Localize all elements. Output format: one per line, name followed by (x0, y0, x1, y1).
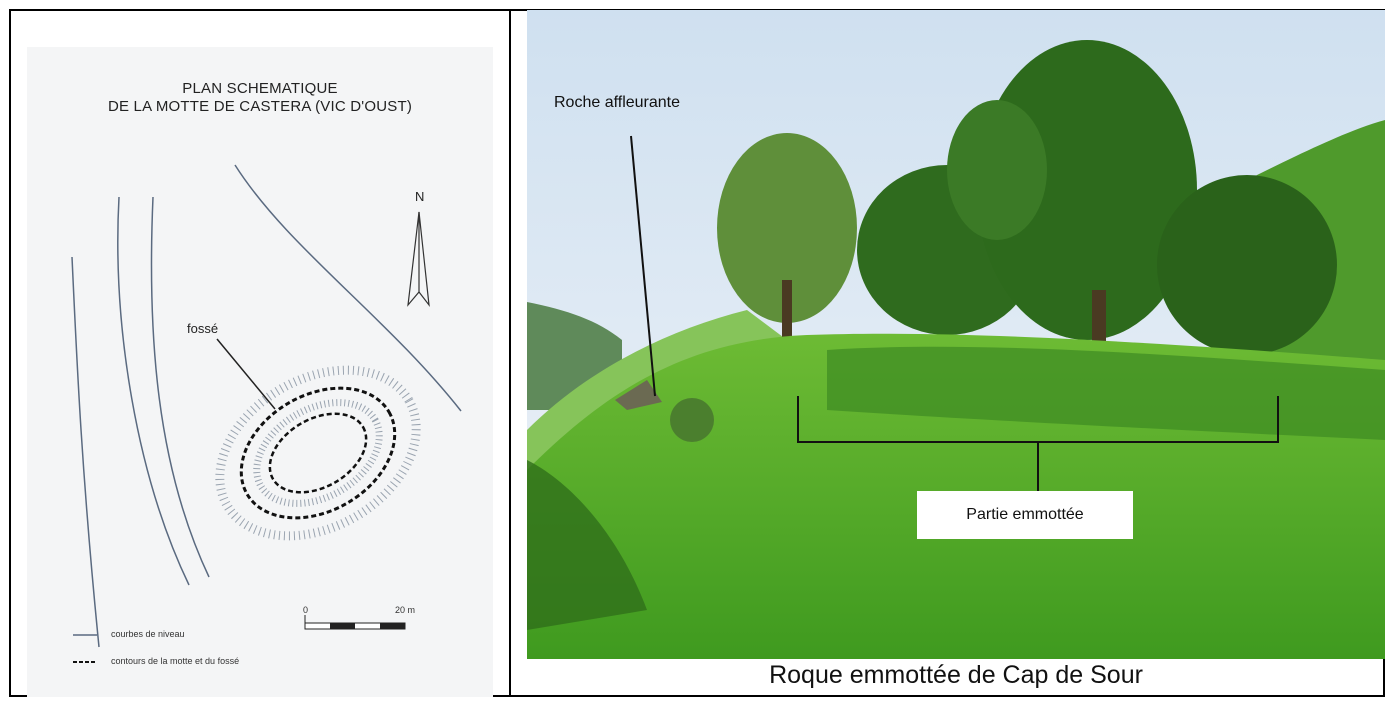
landscape-photo (527, 10, 1385, 659)
tree (947, 100, 1047, 240)
scale-bar (304, 615, 406, 630)
contour-line (234, 164, 462, 412)
fosse-outline (239, 386, 397, 520)
photo-caption: Roque emmottée de Cap de Sour (769, 661, 1143, 689)
tree (1157, 175, 1337, 355)
rock-outcrop (615, 380, 662, 410)
fosse-leader-line (216, 338, 276, 410)
panel-divider (509, 9, 511, 697)
scale-start-label: 0 (303, 605, 309, 615)
label-roche-affleurante: Roche affleurante (554, 94, 681, 111)
plan-drawing (71, 164, 462, 663)
photo-illustration (527, 10, 1385, 659)
legend-contours-label: courbes de niveau (111, 629, 185, 639)
legend-motte-label: contours de la motte et du fossé (111, 656, 240, 666)
schematic-plan: PLAN SCHEMATIQUE DE LA MOTTE DE CASTERA … (27, 47, 493, 697)
contour-line (150, 196, 210, 578)
plan-title-line1: PLAN SCHEMATIQUE (182, 80, 338, 97)
motte-hatching-inner (253, 399, 383, 507)
tree (717, 133, 857, 323)
motte-hatching (215, 365, 421, 541)
contour-line (117, 196, 190, 586)
contour-line (71, 256, 100, 648)
plan-title-line2: DE LA MOTTE DE CASTERA (VIC D'OUST) (107, 98, 413, 115)
roche-leader-line (630, 135, 656, 397)
shadow-left (527, 460, 647, 630)
label-partie-emmottee: Partie emmottée (917, 491, 1133, 539)
shadow-area (827, 346, 1385, 440)
motte-outline (268, 412, 368, 494)
bush (670, 398, 714, 442)
north-label: N (415, 189, 425, 204)
scale-end-label: 20 m (395, 605, 416, 615)
fosse-label: fossé (187, 321, 219, 336)
tree (977, 40, 1197, 340)
